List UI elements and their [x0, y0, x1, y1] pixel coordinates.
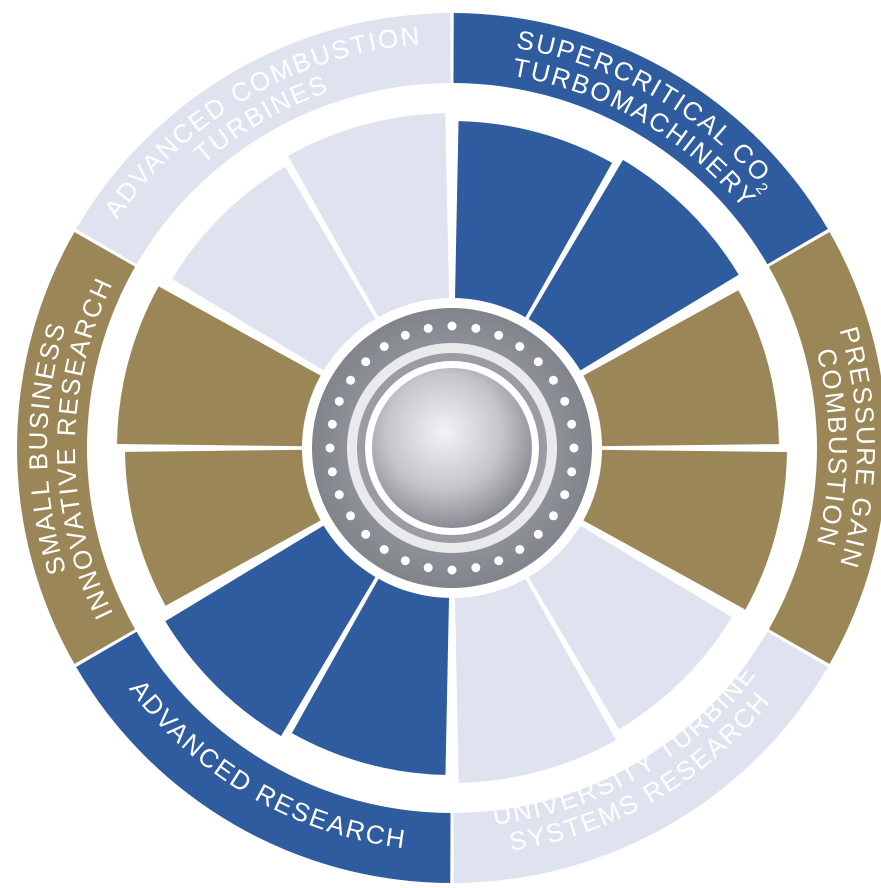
inner-wedge-supercritical-b: [526, 159, 739, 374]
segment-pressure-gain: [578, 232, 881, 664]
segment-small-business: [16, 232, 326, 664]
inner-wedge-advanced-combustion-b: [287, 113, 450, 322]
hub-dot: [346, 375, 356, 385]
segment-advanced-research: [76, 522, 451, 883]
segment-university-turbine: [453, 522, 828, 883]
hub-dot: [471, 563, 481, 573]
hub-dot: [560, 396, 570, 406]
hub-dot: [346, 511, 356, 521]
hub-dot: [533, 357, 543, 367]
inner-wedge-university-turbine-a: [526, 522, 732, 730]
outer-ring-pressure-gain: [768, 232, 881, 664]
hub-dot: [515, 342, 525, 352]
hub-core: [372, 368, 532, 528]
hub-dot: [548, 511, 558, 521]
hub-dot: [334, 490, 344, 500]
inner-wedge-pressure-gain-b: [578, 449, 787, 610]
inner-wedge-supercritical-a: [454, 121, 613, 322]
segment-advanced-combustion: [76, 13, 451, 374]
hub-dot: [325, 443, 335, 453]
inner-wedge-small-business-a: [125, 449, 326, 606]
inner-wedge-pressure-gain-a: [578, 290, 779, 447]
hub-dot: [361, 529, 371, 539]
hub-dot: [379, 544, 389, 554]
hub-dot: [567, 419, 577, 429]
hub-dot: [423, 323, 433, 333]
outer-ring-university-turbine: [453, 631, 828, 883]
hub-dot: [423, 563, 433, 573]
inner-wedge-university-turbine-b: [454, 574, 617, 783]
hub-dot: [379, 342, 389, 352]
hub-dot: [560, 490, 570, 500]
hub-dot: [400, 330, 410, 340]
outer-ring-advanced-research: [76, 631, 451, 883]
outer-ring-supercritical: [453, 13, 828, 265]
inner-wedge-advanced-research-a: [291, 574, 450, 775]
hub-dot: [447, 565, 457, 575]
hub-dot: [548, 375, 558, 385]
hub-dot: [494, 330, 504, 340]
hub-dot: [447, 321, 457, 331]
hub-dot: [569, 443, 579, 453]
hub-dot: [327, 467, 337, 477]
hub-dot: [400, 556, 410, 566]
outer-ring-small-business: [16, 232, 136, 664]
hub-dot: [567, 467, 577, 477]
hub-dot: [471, 323, 481, 333]
hub-dot: [533, 529, 543, 539]
hub-dot: [515, 544, 525, 554]
inner-wedge-advanced-research-b: [165, 522, 378, 737]
segment-supercritical: [453, 13, 828, 374]
outer-ring-advanced-combustion: [76, 13, 451, 265]
hub-dot: [327, 419, 337, 429]
segments-layer: [16, 13, 881, 883]
inner-wedge-advanced-combustion-a: [172, 166, 378, 374]
hub-dot: [334, 396, 344, 406]
center-hub: [302, 298, 602, 598]
inner-wedge-small-business-b: [117, 286, 326, 447]
hub-dot: [361, 357, 371, 367]
hub-dot: [494, 556, 504, 566]
